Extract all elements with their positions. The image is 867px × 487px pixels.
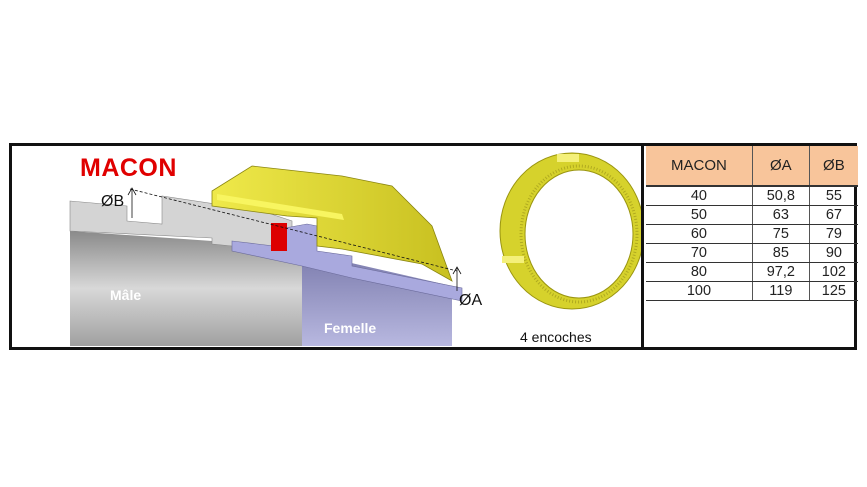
label-male: Mâle	[110, 287, 142, 303]
male-pipe	[70, 231, 312, 346]
cell: 40	[646, 186, 753, 206]
label-diameter-b: ØB	[101, 193, 125, 210]
header-diameter-b: ØB	[809, 146, 858, 187]
cell: 102	[809, 262, 858, 282]
cell: 100	[646, 281, 753, 301]
diagram-title: MACON	[80, 154, 177, 182]
cell: 80	[646, 262, 753, 282]
label-female: Femelle	[324, 320, 377, 336]
cell: 70	[646, 243, 753, 263]
cell: 75	[752, 224, 810, 244]
cell: 60	[646, 224, 753, 244]
cell: 50	[646, 205, 753, 225]
cell: 125	[809, 281, 858, 301]
header-diameter-a: ØA	[752, 146, 810, 187]
cell: 90	[809, 243, 858, 263]
female-pipe	[232, 244, 452, 346]
cell: 67	[809, 205, 858, 225]
label-diameter-a: ØA	[459, 292, 483, 309]
header-macon: MACON	[646, 146, 753, 187]
cell: 55	[809, 186, 858, 206]
nut	[211, 165, 453, 282]
coupling-illustration	[69, 152, 645, 346]
diagram-frame: MACON ØB ØA Mâle Femelle 4 encoches MACO…	[9, 143, 860, 350]
cell: 63	[752, 205, 810, 225]
cell: 50,8	[752, 186, 810, 206]
male-thread-section	[69, 195, 293, 252]
cell: 79	[809, 224, 858, 244]
coupling-cross-section: MACON ØB ØA Mâle Femelle 4 encoches	[12, 146, 645, 347]
cell: 85	[752, 243, 810, 263]
cell: 119	[752, 281, 810, 301]
cell: 97,2	[752, 262, 810, 282]
nut-highlight	[217, 194, 344, 220]
ring-caption: 4 encoches	[520, 329, 592, 345]
seal	[271, 223, 287, 251]
table-header-row: MACON ØA ØB	[646, 146, 858, 187]
ring-nut-icon	[499, 152, 645, 310]
